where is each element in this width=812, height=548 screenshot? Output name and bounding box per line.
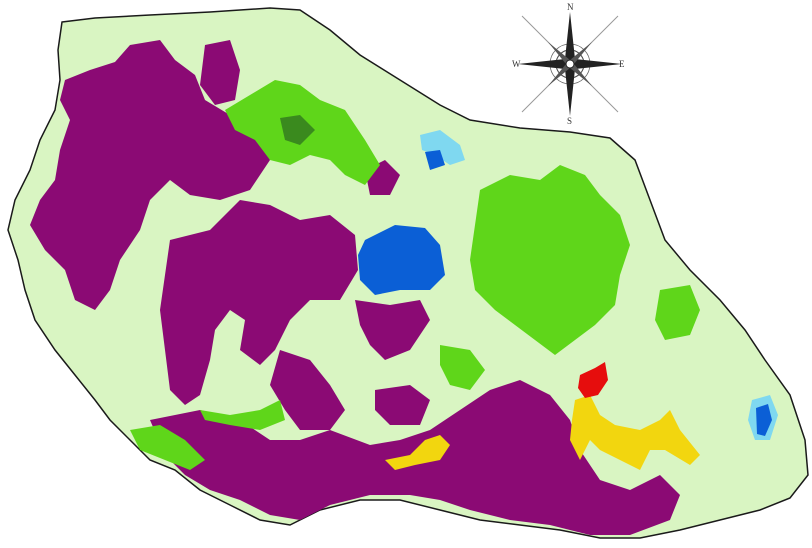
green-zone-east-large (470, 165, 630, 355)
purple-zone-mid-south (270, 350, 345, 430)
red-zone (578, 362, 608, 398)
purple-zone-west (30, 40, 270, 310)
purple-zone-north-lobe (200, 40, 240, 105)
compass-north-label: N (567, 2, 574, 12)
yellow-zone-south (385, 435, 450, 470)
compass-south-label: S (567, 116, 572, 126)
purple-zone-small-east (375, 385, 430, 425)
lake-north (425, 150, 445, 170)
purple-zone-central (160, 200, 358, 405)
lagoon-east (756, 404, 772, 436)
compass-west-label: W (512, 59, 521, 69)
lake-north-light (420, 130, 465, 165)
green-zone-center (440, 345, 485, 390)
compass-east-label: E (619, 59, 625, 69)
purple-zone-center-right (355, 300, 430, 360)
dark-green-zone (280, 115, 315, 145)
lake-central (358, 225, 445, 295)
green-zone-east-small (655, 285, 700, 340)
purple-zone-layer (30, 40, 680, 535)
green-zone-southwest (130, 425, 205, 470)
green-zone-south-strip (200, 400, 285, 430)
compass-rose-icon: N S E W (512, 2, 625, 126)
yellow-zone-east (570, 395, 700, 470)
yellow-zone-layer (385, 395, 700, 470)
